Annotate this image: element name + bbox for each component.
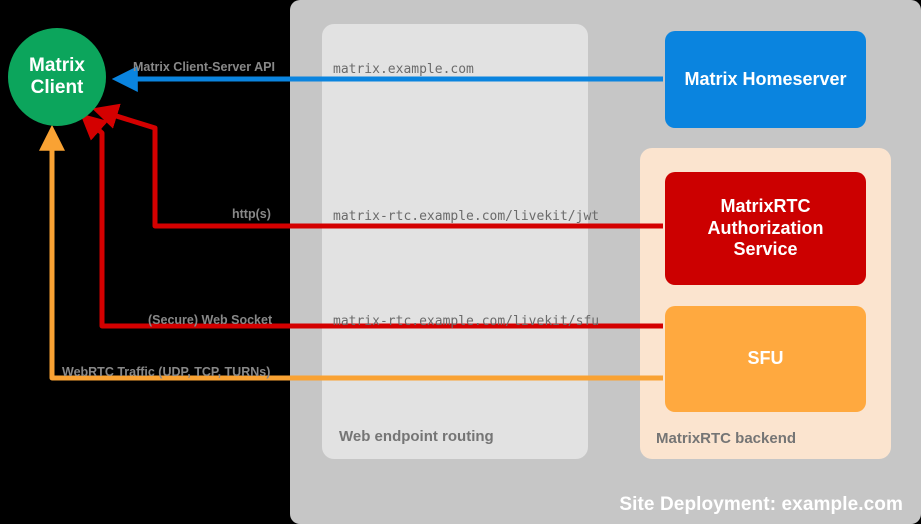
url-label-livekit-sfu: matrix-rtc.example.com/livekit/sfu — [333, 314, 600, 329]
edge-label-secure-web-socket: (Secure) Web Socket — [148, 313, 273, 327]
node-auth-label-line1: MatrixRTC — [720, 195, 811, 216]
node-matrix-client-label-line2: Client — [30, 77, 84, 98]
node-sfu-label: SFU — [747, 348, 784, 369]
site-deployment-label: Site Deployment: example.com — [619, 494, 903, 515]
node-matrix-client-label-line1: Matrix — [29, 54, 85, 76]
url-label-livekit-jwt: matrix-rtc.example.com/livekit/jwt — [333, 209, 600, 224]
web-endpoint-routing-panel: Web endpoint routing — [322, 24, 588, 459]
edge-label-client-server-api: Matrix Client-Server API — [133, 60, 275, 74]
edge-label-webrtc-traffic: WebRTC Traffic (UDP, TCP, TURNs) — [62, 365, 271, 379]
node-auth-label-line3: Service — [733, 239, 798, 260]
node-sfu[interactable]: SFU — [665, 306, 866, 412]
node-matrix-homeserver-label: Matrix Homeserver — [684, 68, 847, 89]
node-matrix-homeserver[interactable]: Matrix Homeserver — [665, 31, 866, 128]
node-matrixrtc-authorization-service[interactable]: MatrixRTC Authorization Service — [665, 172, 866, 285]
matrixrtc-backend-label: MatrixRTC backend — [656, 430, 797, 447]
web-endpoint-routing-label: Web endpoint routing — [339, 428, 494, 445]
url-label-matrix-example-com: matrix.example.com — [333, 62, 474, 77]
node-auth-label-line2: Authorization — [707, 217, 824, 238]
edge-label-http-s: http(s) — [232, 207, 271, 221]
node-matrix-client[interactable]: Matrix Client — [8, 28, 106, 126]
